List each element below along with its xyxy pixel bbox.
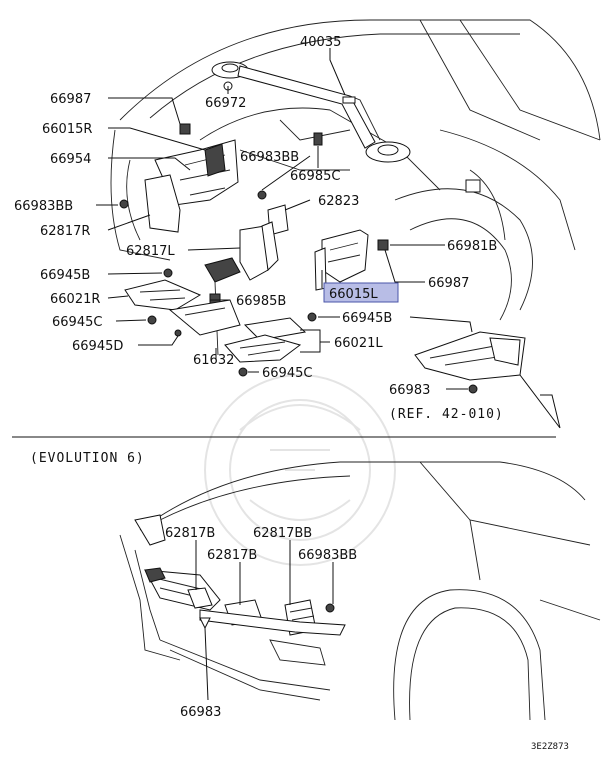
lower-diagram	[119, 461, 601, 721]
label-66021L[interactable]: 66021L	[334, 336, 383, 351]
diagram-code: 3E2Z873	[531, 742, 569, 752]
label-66983BB-c[interactable]: 66983BB	[298, 548, 357, 563]
label-62817L[interactable]: 62817L	[126, 244, 175, 259]
watermark-emblem	[204, 374, 396, 566]
evolution-title: (EVOLUTION 6)	[30, 451, 145, 466]
label-66981B[interactable]: 66981B	[447, 239, 497, 254]
label-62817R[interactable]: 62817R	[40, 224, 90, 239]
label-66015R[interactable]: 66015R	[42, 122, 92, 137]
label-66985C[interactable]: 66985C	[290, 169, 340, 184]
label-66015L[interactable]: 66015L	[329, 287, 378, 302]
label-66945D[interactable]: 66945D	[72, 339, 123, 354]
label-66021R[interactable]: 66021R	[50, 292, 100, 307]
label-66983-a[interactable]: 66983	[389, 383, 430, 398]
label-62823[interactable]: 62823	[318, 194, 359, 209]
label-66945B-a[interactable]: 66945B	[40, 268, 90, 283]
label-66987-b[interactable]: 66987	[428, 276, 469, 291]
label-61632[interactable]: 61632	[193, 353, 234, 368]
label-62817B-b[interactable]: 62817B	[207, 548, 257, 563]
leader-lines-lower	[195, 540, 334, 701]
label-66983BB-b[interactable]: 66983BB	[14, 199, 73, 214]
label-66945C-b[interactable]: 66945C	[262, 366, 312, 381]
part-labels-upper: 40035 66987 66972 66015R 66954 66983BB 6…	[14, 35, 504, 422]
label-66945C-a[interactable]: 66945C	[52, 315, 102, 330]
label-66985B[interactable]: 66985B	[236, 294, 286, 309]
ref-label[interactable]: (REF. 42-010)	[389, 407, 504, 422]
label-66983BB-a[interactable]: 66983BB	[240, 150, 299, 165]
part-labels-lower: 62817B 62817BB 62817B 66983BB 66983	[165, 526, 357, 720]
label-66945B-b[interactable]: 66945B	[342, 311, 392, 326]
label-62817BB[interactable]: 62817BB	[253, 526, 312, 541]
label-66972[interactable]: 66972	[205, 96, 246, 111]
label-40035[interactable]: 40035	[300, 35, 341, 50]
leader-lines-upper	[96, 48, 561, 429]
label-66983-b[interactable]: 66983	[180, 705, 221, 720]
label-66954[interactable]: 66954	[50, 152, 91, 167]
label-62817B-a[interactable]: 62817B	[165, 526, 215, 541]
label-66987-a[interactable]: 66987	[50, 92, 91, 107]
highlight-66015L	[323, 282, 399, 303]
